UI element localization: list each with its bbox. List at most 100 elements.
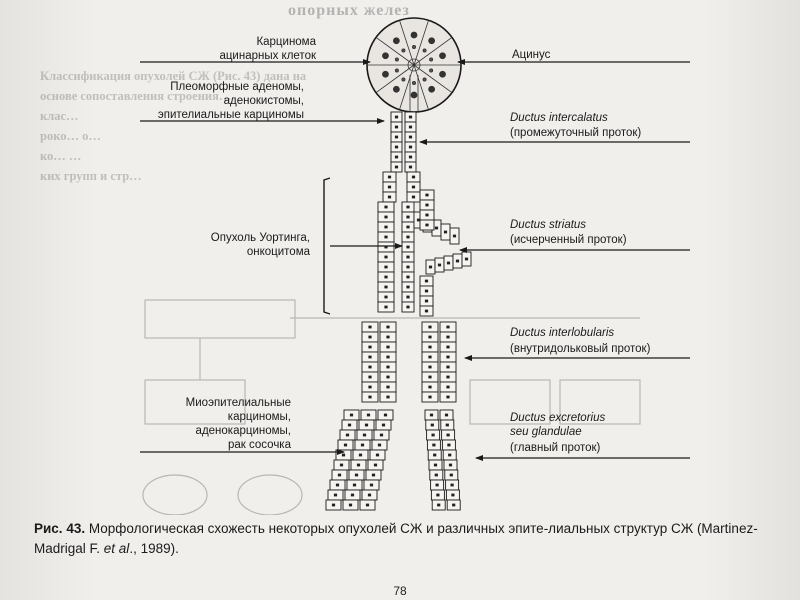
cell-nucleus	[360, 443, 365, 447]
cell-nucleus	[335, 483, 340, 487]
label-pleomorphic: эпителиальные карциномы	[158, 109, 304, 121]
cell-nucleus	[406, 225, 410, 229]
cell-nucleus	[411, 195, 416, 199]
cell-nucleus	[433, 463, 438, 467]
cell-nucleus	[433, 453, 437, 457]
cell-nucleus	[428, 355, 432, 359]
bleed-line: роко… о…	[40, 129, 101, 143]
cell-nucleus	[368, 355, 372, 359]
cell-nucleus	[450, 483, 454, 487]
acinus-shape	[366, 17, 462, 113]
acinus-nucleus	[392, 85, 400, 93]
cell-nucleus	[406, 215, 410, 219]
cell-nucleus	[364, 423, 369, 427]
acinus-nucleus	[392, 37, 400, 45]
acinus-nucleus	[428, 85, 436, 93]
label-intercalatus-ru: (промежуточный проток)	[510, 127, 641, 139]
label-warthin: Опухоль Уортинга,	[211, 232, 310, 244]
cell-nucleus	[386, 375, 390, 379]
left-arrows	[140, 59, 403, 455]
cell-nucleus	[387, 195, 392, 199]
bleed-line: основе сопоставления строения…	[40, 89, 231, 103]
acinus-granule	[422, 77, 427, 82]
cell-nucleus	[446, 375, 450, 379]
cell-nucleus	[428, 395, 432, 399]
cell-nucleus	[368, 395, 372, 399]
cell-nucleus	[428, 365, 432, 369]
cell-nucleus	[445, 423, 449, 427]
cell-nucleus	[447, 443, 451, 447]
cell-nucleus	[394, 115, 399, 119]
cell-nucleus	[408, 135, 413, 139]
cell-nucleus	[446, 261, 451, 265]
cell-nucleus	[387, 175, 392, 179]
cell-nucleus	[343, 443, 348, 447]
cell-nucleus	[411, 175, 416, 179]
page-heading: опорных желез	[288, 2, 410, 19]
cell-nucleus	[425, 223, 429, 227]
cell-nucleus	[452, 234, 457, 238]
cell-nucleus	[394, 125, 399, 129]
cell-nucleus	[455, 259, 460, 263]
label-excretorius-ru: (главный проток)	[510, 442, 601, 454]
cell-nucleus	[425, 203, 429, 207]
label-acinus: Ацинус	[512, 49, 551, 61]
bleed-through-text: Классификация опухолей СЖ (Рис. 43) дана…	[40, 69, 307, 183]
cell-nucleus	[428, 385, 432, 389]
cell-nucleus	[446, 345, 450, 349]
left-labels: Карцинома ацинарных клеток Плеоморфные а…	[158, 36, 317, 451]
cell-nucleus	[425, 193, 429, 197]
right-labels: Ацинус Ductus intercalatus (промежуточны…	[510, 49, 651, 454]
acinus-septum	[399, 21, 415, 66]
caption-et-al: et al	[103, 541, 130, 556]
cell-nucleus	[424, 309, 429, 313]
cell-nucleus	[424, 299, 429, 303]
cell-nucleus	[434, 473, 438, 477]
cell-nucleus	[424, 289, 429, 293]
cell-nucleus	[437, 503, 441, 507]
caption-text: Морфологическая схожесть некоторых опухо…	[34, 521, 758, 556]
bleed-line: Классификация опухолей СЖ (Рис. 43) дана…	[40, 69, 307, 83]
right-arrows	[419, 59, 690, 461]
cell-nucleus	[384, 305, 388, 309]
cell-nucleus	[350, 493, 355, 497]
cell-nucleus	[446, 433, 450, 437]
acinus-septum	[413, 21, 429, 66]
acinus-nucleus	[410, 91, 418, 99]
cell-nucleus	[406, 285, 410, 289]
acinus-septum	[413, 64, 452, 93]
cell-nucleus	[408, 155, 413, 159]
cell-nucleus	[432, 443, 436, 447]
acinus-nucleus	[410, 31, 418, 39]
cell-nucleus	[428, 345, 432, 349]
figure-caption: Рис. 43. Морфологическая схожесть некото…	[34, 519, 774, 559]
duct-tree	[325, 111, 472, 511]
cell-nucleus	[384, 285, 388, 289]
cell-nucleus	[348, 503, 353, 507]
cell-nucleus	[368, 335, 372, 339]
cell-nucleus	[434, 226, 439, 230]
acinus-granule	[394, 68, 399, 73]
cell-nucleus	[368, 325, 372, 329]
acinus-septum	[376, 64, 415, 93]
cell-nucleus	[451, 493, 455, 497]
cell-nucleus	[437, 263, 442, 267]
acinus-granule	[401, 48, 406, 53]
cell-nucleus	[446, 325, 450, 329]
bleed-through-boxes	[142, 299, 641, 515]
acinus-granule	[429, 68, 434, 73]
caption-text-end: ., 1989).	[129, 541, 179, 556]
cell-nucleus	[384, 215, 388, 219]
cell-nucleus	[428, 265, 433, 269]
cell-nucleus	[369, 483, 374, 487]
cell-nucleus	[384, 255, 388, 259]
cell-nucleus	[430, 423, 434, 427]
cell-nucleus	[373, 463, 378, 467]
bleed-line: ких групп и стр…	[40, 169, 142, 183]
bleed-line: ко… …	[40, 149, 81, 163]
cell-nucleus	[416, 218, 421, 222]
cell-nucleus	[384, 265, 388, 269]
cell-nucleus	[406, 255, 410, 259]
cell-nucleus	[386, 325, 390, 329]
cell-nucleus	[446, 395, 450, 399]
